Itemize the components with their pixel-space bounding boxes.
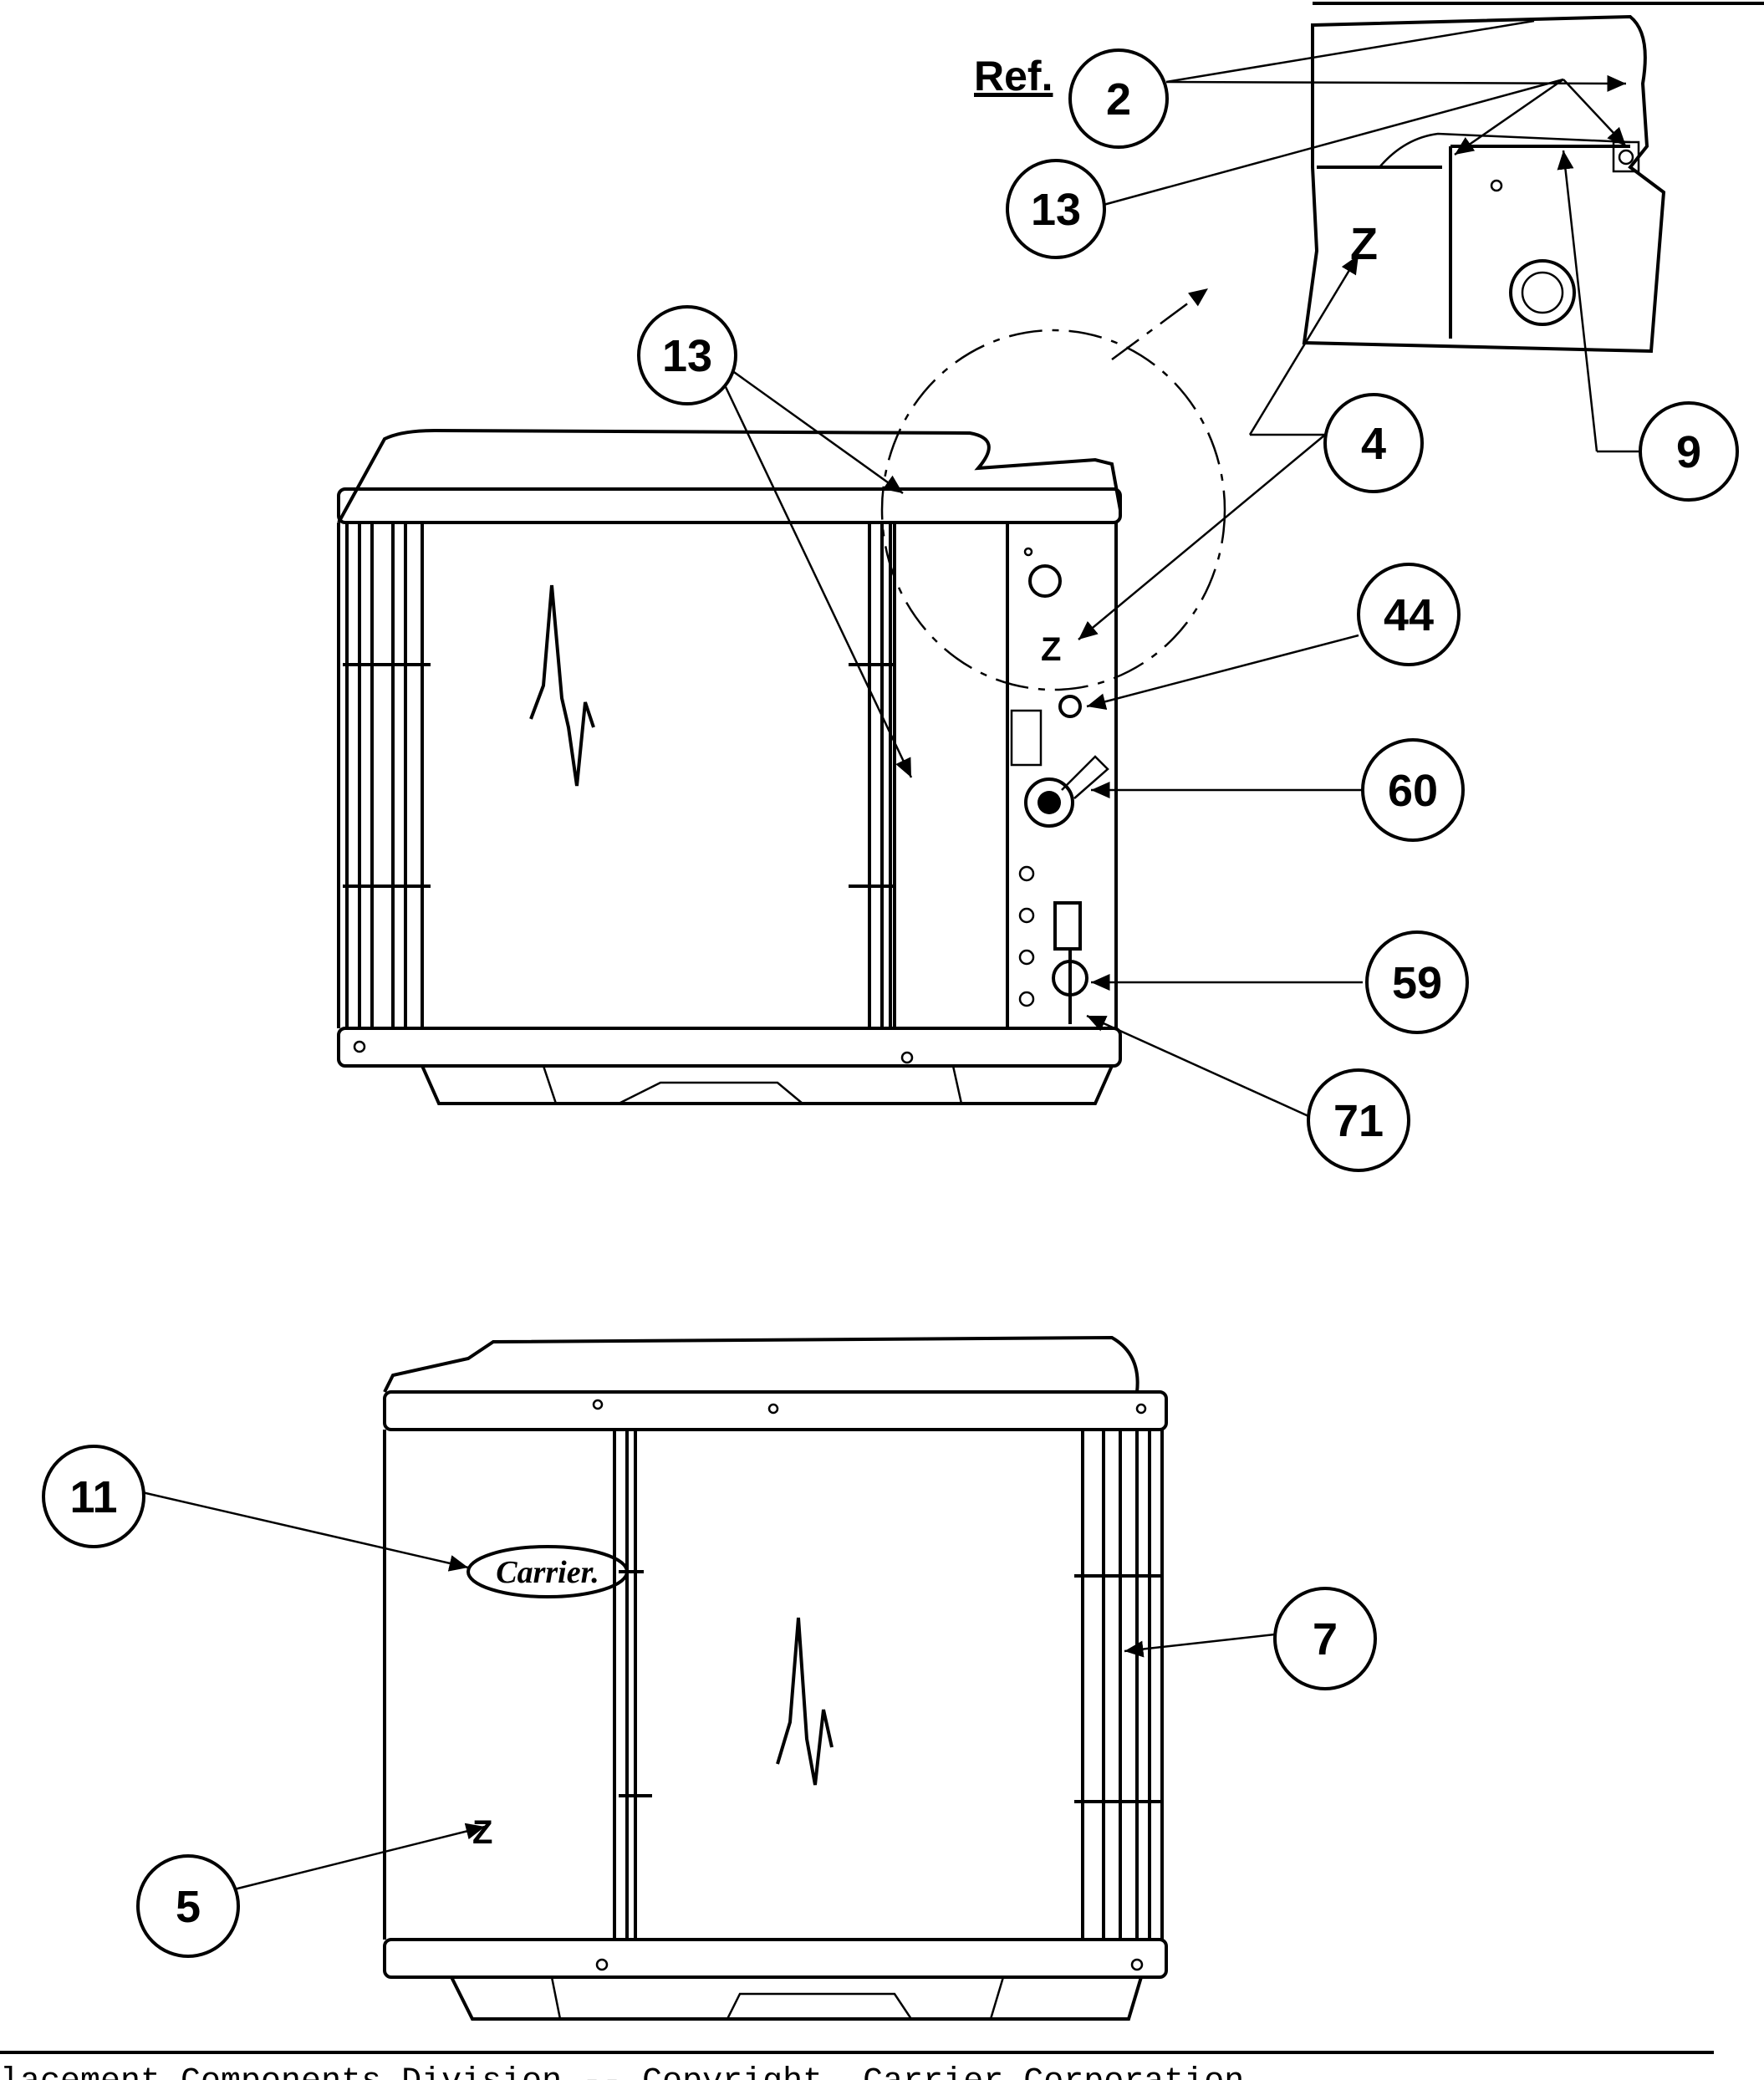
lower-unit: Carrier. Z [383,1335,1168,2021]
callout-4: 4 [1323,393,1424,493]
callout-4-label: 4 [1361,419,1386,469]
upper-unit: Z [337,428,1122,1105]
upper-z-mark: Z [1041,631,1061,668]
callout-7-label: 7 [1313,1614,1338,1665]
ref-label: Ref. [974,53,1053,99]
callout-5: 5 [136,1854,240,1958]
callout-13-detail: 13 [1006,159,1106,259]
callout-7: 7 [1273,1587,1377,1690]
callout-11: 11 [42,1445,145,1548]
detail-pointer [1111,287,1209,361]
callout-71-label: 71 [1333,1096,1384,1146]
callout-71: 71 [1307,1068,1410,1172]
callout-60-label: 60 [1388,766,1438,816]
callout-5-label: 5 [176,1882,201,1932]
callout-60: 60 [1361,738,1465,842]
callout-9-label: 9 [1676,427,1701,477]
lower-z-mark: Z [472,1814,492,1851]
callout-2-label: 2 [1106,74,1131,125]
callout-44: 44 [1357,563,1461,666]
brand-logo-badge [466,1545,629,1598]
footer-copyright: lacement Components Division -- Copyrigh… [0,2063,1244,2080]
detail-magnifier [880,329,1226,691]
callout-13-top: 13 [637,305,737,405]
callout-59-label: 59 [1392,958,1442,1008]
brand-logo-text: Carrier. [496,1555,599,1590]
callout-9: 9 [1639,401,1739,502]
callout-59: 59 [1365,930,1469,1034]
detail-view: Z [1302,14,1666,354]
callout-13-top-label: 13 [662,331,712,381]
callout-11-label: 11 [69,1472,117,1522]
callout-2: 2 [1068,48,1169,149]
callout-13-detail-label: 13 [1031,185,1081,235]
callout-44-label: 44 [1384,590,1434,640]
leader-lines [141,19,1639,1891]
